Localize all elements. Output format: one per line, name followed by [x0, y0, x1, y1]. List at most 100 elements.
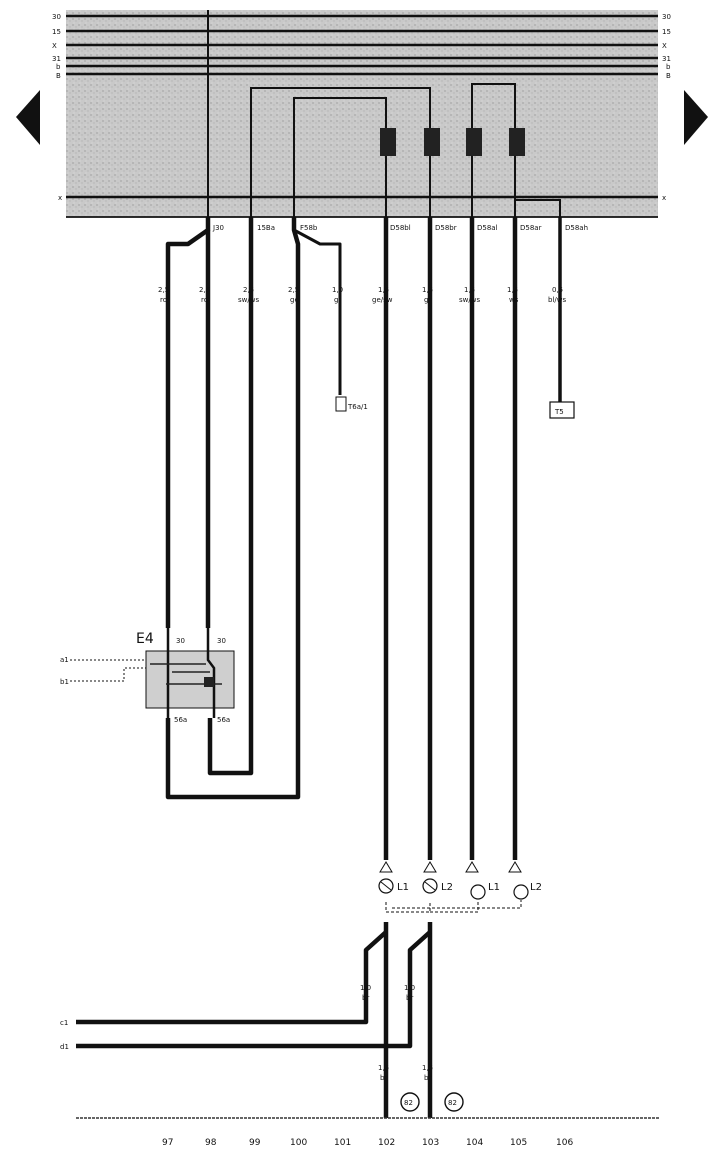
- track-number: 98: [205, 1138, 217, 1148]
- ground-point-label: 82: [448, 1099, 457, 1107]
- lamps: L1 L2 L1 L2: [378, 861, 542, 913]
- lamp-l1-right: L1: [465, 861, 500, 900]
- rail-labels-right: 30 15 X 31 b B: [662, 13, 671, 80]
- switch-label: E4: [136, 631, 154, 647]
- terminal-label: T5: [554, 408, 564, 416]
- ground-point-label: 82: [404, 1099, 413, 1107]
- rail-label: b: [666, 63, 671, 71]
- connector-label: J30: [212, 224, 224, 232]
- connector-label: D58al: [477, 224, 498, 232]
- track-number: 103: [422, 1138, 439, 1148]
- connector-label: D58ah: [565, 224, 588, 232]
- wire-f58b-ge: [165, 217, 301, 800]
- rail-label: B: [666, 72, 671, 80]
- track-number: 97: [162, 1138, 173, 1148]
- wire-gauge: 1,5: [378, 1064, 389, 1072]
- fuse: [424, 128, 440, 156]
- wire-gauge: 2,5: [243, 286, 254, 294]
- arrow-left-icon[interactable]: [16, 90, 40, 145]
- track-number: 101: [334, 1138, 351, 1148]
- wire-gauge: 1,0: [332, 286, 343, 294]
- rail-label: 30: [662, 13, 671, 21]
- rail-label: 31: [662, 55, 671, 63]
- light-switch-e4: E4 30 30 56a 56a a1 b1: [60, 628, 235, 724]
- ground-point: [400, 1092, 420, 1112]
- wire-gauge: 1,0: [360, 984, 371, 992]
- wire-j30-left: [165, 217, 211, 628]
- wire-color: ge: [290, 296, 299, 304]
- track-numbers: 97 98 99 100 101 102 103 104 105 106: [162, 1138, 573, 1148]
- switch-housing: [145, 650, 235, 709]
- wire-color: ro: [160, 296, 167, 304]
- rail-label: x: [58, 194, 62, 202]
- lamp-label: L1: [488, 882, 500, 893]
- wire-color: br: [406, 994, 413, 1002]
- main-wires: [165, 217, 562, 860]
- lamp-label: L2: [441, 882, 453, 893]
- track-number: 102: [378, 1138, 395, 1148]
- wire-gauge: 1,5: [422, 286, 433, 294]
- wire-gauge: 2,5: [199, 286, 210, 294]
- ground-wire-labels: 1,0 br 1,0 br 1,5 br 1,5 br: [360, 984, 433, 1082]
- track-number: 100: [290, 1138, 307, 1148]
- input-label: d1: [60, 1043, 69, 1051]
- switch-pin: 56a: [174, 716, 187, 724]
- rail-label: 30: [52, 13, 61, 21]
- wire-color: br: [362, 994, 369, 1002]
- arrow-right-icon[interactable]: [684, 90, 708, 145]
- top-rails: [66, 14, 658, 76]
- track-number: 106: [556, 1138, 573, 1148]
- terminal-t5: T5: [549, 401, 575, 419]
- input-label: c1: [60, 1019, 68, 1027]
- fuse: [509, 128, 525, 156]
- wire-f58b-gr: [293, 228, 342, 395]
- lamp-label: L1: [397, 882, 409, 893]
- ground-point: [444, 1092, 464, 1112]
- connector-label: F58b: [300, 224, 318, 232]
- switch-pin: 30: [176, 637, 185, 645]
- bottom-inputs: c1 d1: [60, 1019, 69, 1051]
- wire-gauge: 1,5: [464, 286, 475, 294]
- wire-gauge: 1,5: [378, 286, 389, 294]
- rail-label: B: [56, 72, 61, 80]
- wire-15ba: [207, 217, 254, 776]
- side-input-label: a1: [60, 656, 69, 664]
- wire-gauge: 0,5: [552, 286, 563, 294]
- wire-color: ge/sw: [372, 296, 393, 304]
- wire-color: gr: [424, 296, 431, 304]
- track-number: 105: [510, 1138, 527, 1148]
- rail-label: X: [662, 42, 667, 50]
- fuse: [380, 128, 396, 156]
- connector-label: 15Ba: [257, 224, 275, 232]
- side-input-label: b1: [60, 678, 69, 686]
- switch-pin: 30: [217, 637, 226, 645]
- wire-gauge: 1,0: [404, 984, 415, 992]
- lamp-l2-right: L2: [508, 861, 542, 900]
- rail-label: 31: [52, 55, 61, 63]
- connector-label: D58br: [435, 224, 457, 232]
- connector-label: D58ar: [520, 224, 542, 232]
- fuse: [466, 128, 482, 156]
- wire-color: ro: [201, 296, 208, 304]
- wire-color: br: [380, 1074, 387, 1082]
- track-number: 104: [466, 1138, 483, 1148]
- terminal-t6a: T6a/1: [335, 396, 368, 412]
- ground-points: 82 82: [400, 1092, 464, 1112]
- wire-color: br: [424, 1074, 431, 1082]
- wire-color: sw/ws: [459, 296, 480, 304]
- rail-label: x: [662, 194, 666, 202]
- wire-labels: 2,5 ro 2,5 ro 2,5 sw/ws 2,5 ge 1,0 gr 1,…: [158, 286, 566, 304]
- connector-label: D58bl: [390, 224, 411, 232]
- wire-gauge: 1,5: [507, 286, 518, 294]
- lamp-l2-left: L2: [422, 861, 453, 894]
- lamp-label: L2: [530, 882, 542, 893]
- rail-label: b: [56, 63, 61, 71]
- wire-gauge: 2,5: [288, 286, 299, 294]
- track-number: 99: [249, 1138, 261, 1148]
- ground-wiring: [76, 922, 433, 1118]
- wire-color: ws: [509, 296, 519, 304]
- wire-color: gr: [334, 296, 341, 304]
- switch-pin: 56a: [217, 716, 230, 724]
